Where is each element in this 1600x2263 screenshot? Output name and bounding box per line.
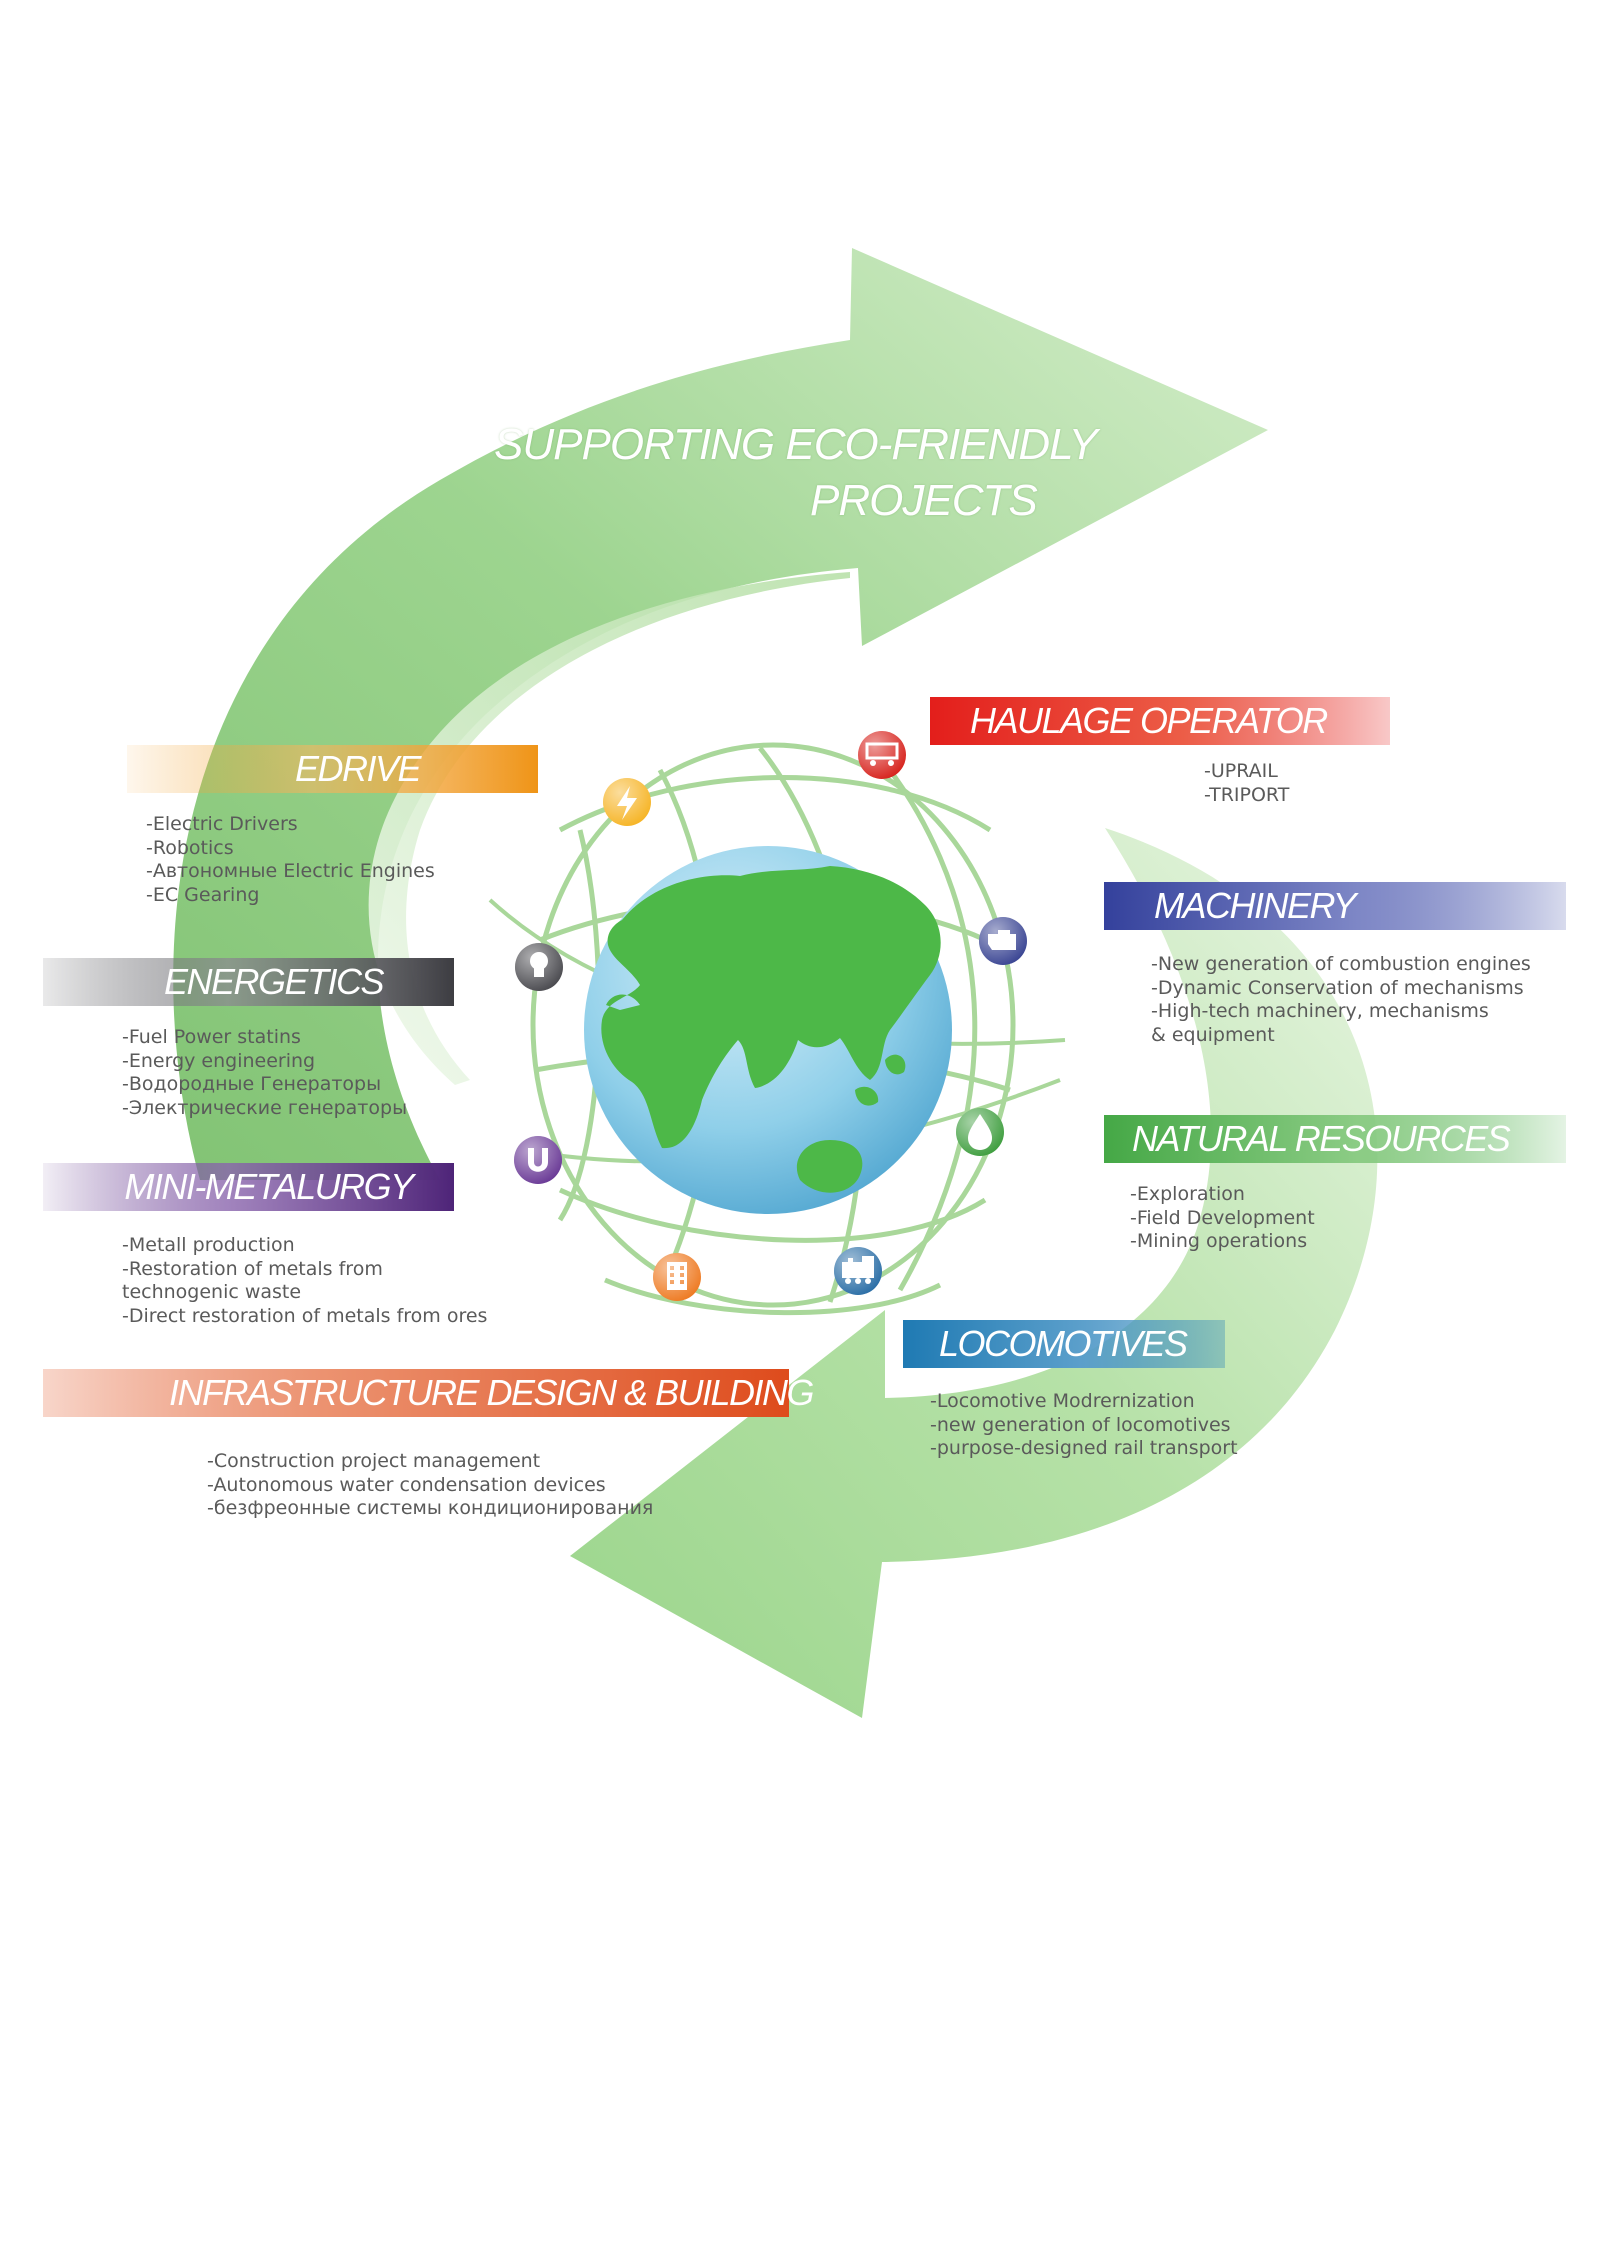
list-item: -Construction project management: [207, 1450, 541, 1472]
list-item: technogenic waste: [122, 1281, 302, 1303]
list-item: -Robotics: [146, 836, 234, 859]
headline-line-1: SUPPORTING ECO-FRIENDLY: [494, 420, 1098, 469]
list-item: & equipment: [1151, 1023, 1275, 1046]
light-bulb-icon: [515, 943, 563, 991]
list-item: -Автономные Electric Engines: [146, 860, 435, 882]
list-item: -Restoration of metals from: [122, 1257, 383, 1280]
oil-drop-icon: [956, 1108, 1004, 1156]
banner-bar-machinery: [1104, 882, 1566, 930]
list-mini-metalurgy: -Metall production -Restoration of metal…: [122, 1234, 487, 1328]
banner-energetics: ENERGETICS: [43, 958, 454, 1006]
banner-title-energetics: ENERGETICS: [163, 961, 385, 1002]
inner-arc: [368, 572, 850, 1085]
list-locomotives: -Locomotive Modrernization -new generati…: [930, 1390, 1238, 1461]
banner-bar-haulage: [930, 697, 1390, 745]
banner-edrive: EDRIVE: [127, 745, 538, 793]
list-item: -purpose-designed rail transport: [930, 1437, 1238, 1459]
banner-bar-infrastructure: [43, 1369, 789, 1417]
list-item: -High-tech machinery, mechanisms: [1151, 1000, 1489, 1022]
banner-bar-locomotives: [903, 1320, 1225, 1368]
banner-title-natural-resources: NATURAL RESOURCES: [1132, 1118, 1511, 1159]
banner-bar-natural-resources: [1104, 1115, 1566, 1163]
globe-land: [601, 866, 941, 1193]
banner-natural-resources: NATURAL RESOURCES: [1104, 1115, 1566, 1163]
list-item: -Водородные Генераторы: [122, 1073, 382, 1095]
list-item: -TRIPORT: [1204, 783, 1290, 806]
list-energetics: -Fuel Power statins -Energy engineering …: [122, 1026, 407, 1120]
list-item: -Dynamic Conservation of mechanisms: [1151, 976, 1524, 999]
banner-locomotives: LOCOMOTIVES: [903, 1320, 1225, 1368]
list-item: -Electric Drivers: [146, 813, 298, 835]
list-item: -Energy engineering: [122, 1049, 316, 1072]
banner-title-haulage: HAULAGE OPERATOR: [970, 700, 1328, 741]
locomotive-icon: [834, 1247, 882, 1295]
list-item: -UPRAIL: [1204, 760, 1278, 782]
list-item: -безфреонные системы кондиционирования: [207, 1497, 654, 1519]
list-item: -Mining operations: [1130, 1230, 1308, 1252]
list-item: -Metall production: [122, 1234, 295, 1256]
banner-mini-metalurgy: MINI-METALURGY: [43, 1163, 454, 1211]
banner-infrastructure: INFRASTRUCTURE DESIGN & BUILDING: [43, 1369, 815, 1417]
list-item: -EC Gearing: [146, 883, 260, 906]
banner-haulage: HAULAGE OPERATOR: [930, 697, 1390, 745]
list-edrive: -Electric Drivers -Robotics -Автономные …: [146, 813, 435, 907]
banner-machinery: MACHINERY: [1104, 882, 1566, 930]
banner-title-edrive: EDRIVE: [294, 748, 422, 789]
headline-line-2: PROJECTS: [810, 476, 1038, 525]
lower-arrow: [570, 828, 1378, 1718]
list-item: -Exploration: [1130, 1183, 1245, 1205]
list-infrastructure: -Construction project management -Autono…: [207, 1450, 653, 1521]
rail-wagon-icon: [858, 731, 906, 779]
list-item: -Direct restoration of metals from ores: [122, 1304, 488, 1327]
banner-bar-edrive: [127, 745, 538, 793]
list-haulage: -UPRAIL -TRIPORT: [1204, 760, 1289, 807]
banner-title-machinery: MACHINERY: [1154, 885, 1357, 926]
banner-bar-mini-metalurgy: [43, 1163, 454, 1211]
list-item: -Fuel Power statins: [122, 1026, 301, 1048]
list-item: -new generation of locomotives: [930, 1413, 1231, 1436]
banner-bar-energetics: [43, 958, 454, 1006]
building-icon: [653, 1253, 701, 1301]
engine-icon: [979, 917, 1027, 965]
list-item: -Field Development: [1130, 1206, 1315, 1229]
list-natural-resources: -Exploration -Field Development -Mining …: [1130, 1183, 1315, 1254]
magnet-icon: [514, 1136, 562, 1184]
banner-title-locomotives: LOCOMOTIVES: [939, 1323, 1188, 1364]
list-item: -Locomotive Modrernization: [930, 1390, 1195, 1412]
list-item: -Autonomous water condensation devices: [207, 1473, 606, 1496]
list-item: -New generation of combustion engines: [1151, 953, 1531, 975]
upper-arrow: [173, 248, 1269, 1180]
banner-title-mini-metalurgy: MINI-METALURGY: [124, 1166, 414, 1207]
lightning-icon: [603, 778, 651, 826]
list-item: -Электрические генераторы: [122, 1096, 408, 1119]
banner-title-infrastructure: INFRASTRUCTURE DESIGN & BUILDING: [168, 1372, 815, 1413]
list-machinery: -New generation of combustion engines -D…: [1151, 953, 1531, 1047]
